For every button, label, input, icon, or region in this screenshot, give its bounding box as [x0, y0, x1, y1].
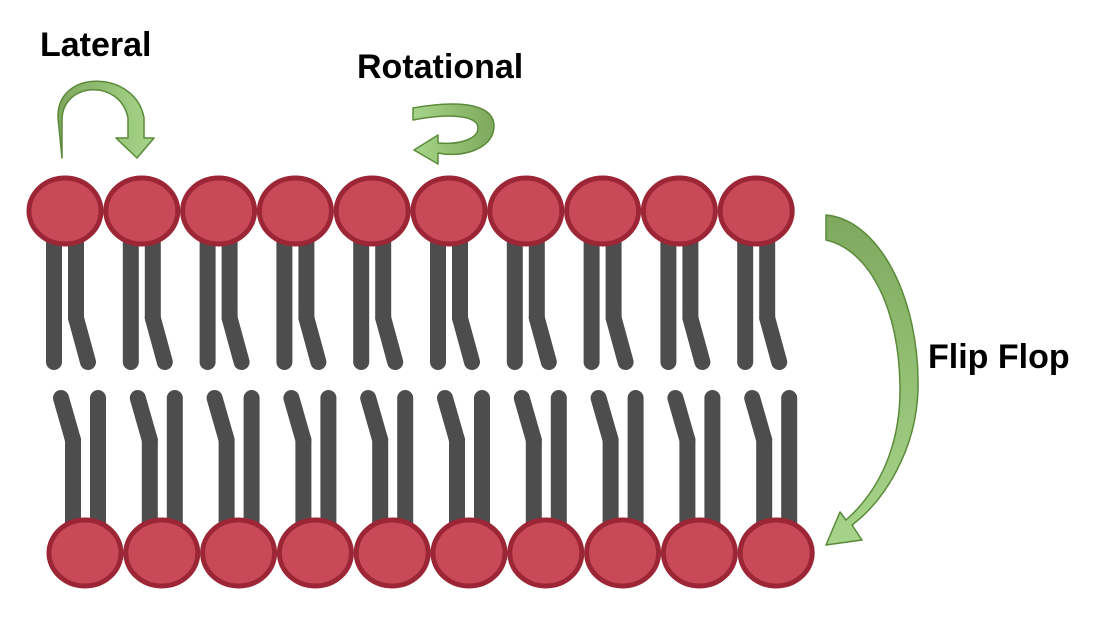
bottom-leaflet-heads [46, 517, 815, 589]
bottom-phospholipid [129, 390, 183, 533]
rotational-arrow-icon [412, 103, 495, 165]
bottom-leaflet-tails [53, 390, 798, 533]
bottom-phospholipid [53, 390, 106, 533]
tail-kinked [759, 310, 788, 370]
top-phospholipid-head [410, 175, 488, 247]
bottom-phospholipid [283, 390, 337, 533]
lateral-label: Lateral [40, 26, 152, 64]
bottom-phospholipid [590, 390, 644, 533]
bottom-phospholipid [206, 390, 260, 533]
top-phospholipid [276, 232, 327, 370]
bottom-phospholipid-head [737, 517, 815, 589]
top-phospholipid-head [26, 175, 104, 247]
top-phospholipid [353, 232, 404, 370]
top-phospholipid-head [640, 175, 718, 247]
top-phospholipid-head [103, 175, 181, 247]
tail-kinked [682, 310, 711, 370]
flip-flop-arrow-icon [825, 214, 919, 546]
top-phospholipid-head [180, 175, 258, 247]
top-leaflet-tails [46, 232, 788, 370]
bottom-phospholipid-head [123, 517, 201, 589]
tail-kinked [298, 310, 327, 370]
top-leaflet-heads [26, 175, 795, 247]
tail-kinked [144, 310, 173, 370]
top-phospholipid [199, 232, 250, 370]
top-phospholipid [430, 232, 480, 370]
top-phospholipid-head [333, 175, 411, 247]
top-phospholipid [46, 232, 96, 370]
bottom-phospholipid [667, 390, 721, 533]
top-phospholipid-head [564, 175, 642, 247]
bottom-phospholipid-head [46, 517, 124, 589]
tail-kinked [605, 310, 634, 370]
tail-kinked [528, 310, 557, 370]
bottom-phospholipid-head [353, 517, 431, 589]
tail-kinked [221, 310, 250, 370]
bottom-phospholipid-head [507, 517, 585, 589]
bottom-phospholipid-head [200, 517, 278, 589]
top-phospholipid-head [256, 175, 334, 247]
bottom-phospholipid-head [660, 517, 738, 589]
bottom-phospholipid [744, 390, 798, 533]
bottom-phospholipid-head [276, 517, 354, 589]
bottom-phospholipid [513, 390, 567, 533]
top-phospholipid [660, 232, 711, 370]
top-phospholipid-head [487, 175, 565, 247]
bottom-phospholipid [437, 390, 490, 533]
top-phospholipid [583, 232, 634, 370]
top-phospholipid-head [717, 175, 795, 247]
bottom-phospholipid-head [430, 517, 508, 589]
top-phospholipid [506, 232, 557, 370]
top-phospholipid [122, 232, 173, 370]
tail-kinked [452, 310, 480, 370]
flip-flop-label: Flip Flop [928, 338, 1070, 376]
bottom-phospholipid [360, 390, 414, 533]
tail-kinked [68, 310, 96, 370]
tail-kinked [375, 310, 404, 370]
bottom-phospholipid-head [584, 517, 662, 589]
top-phospholipid [737, 232, 788, 370]
lateral-arrow-icon [57, 80, 155, 159]
rotational-label: Rotational [357, 48, 524, 86]
